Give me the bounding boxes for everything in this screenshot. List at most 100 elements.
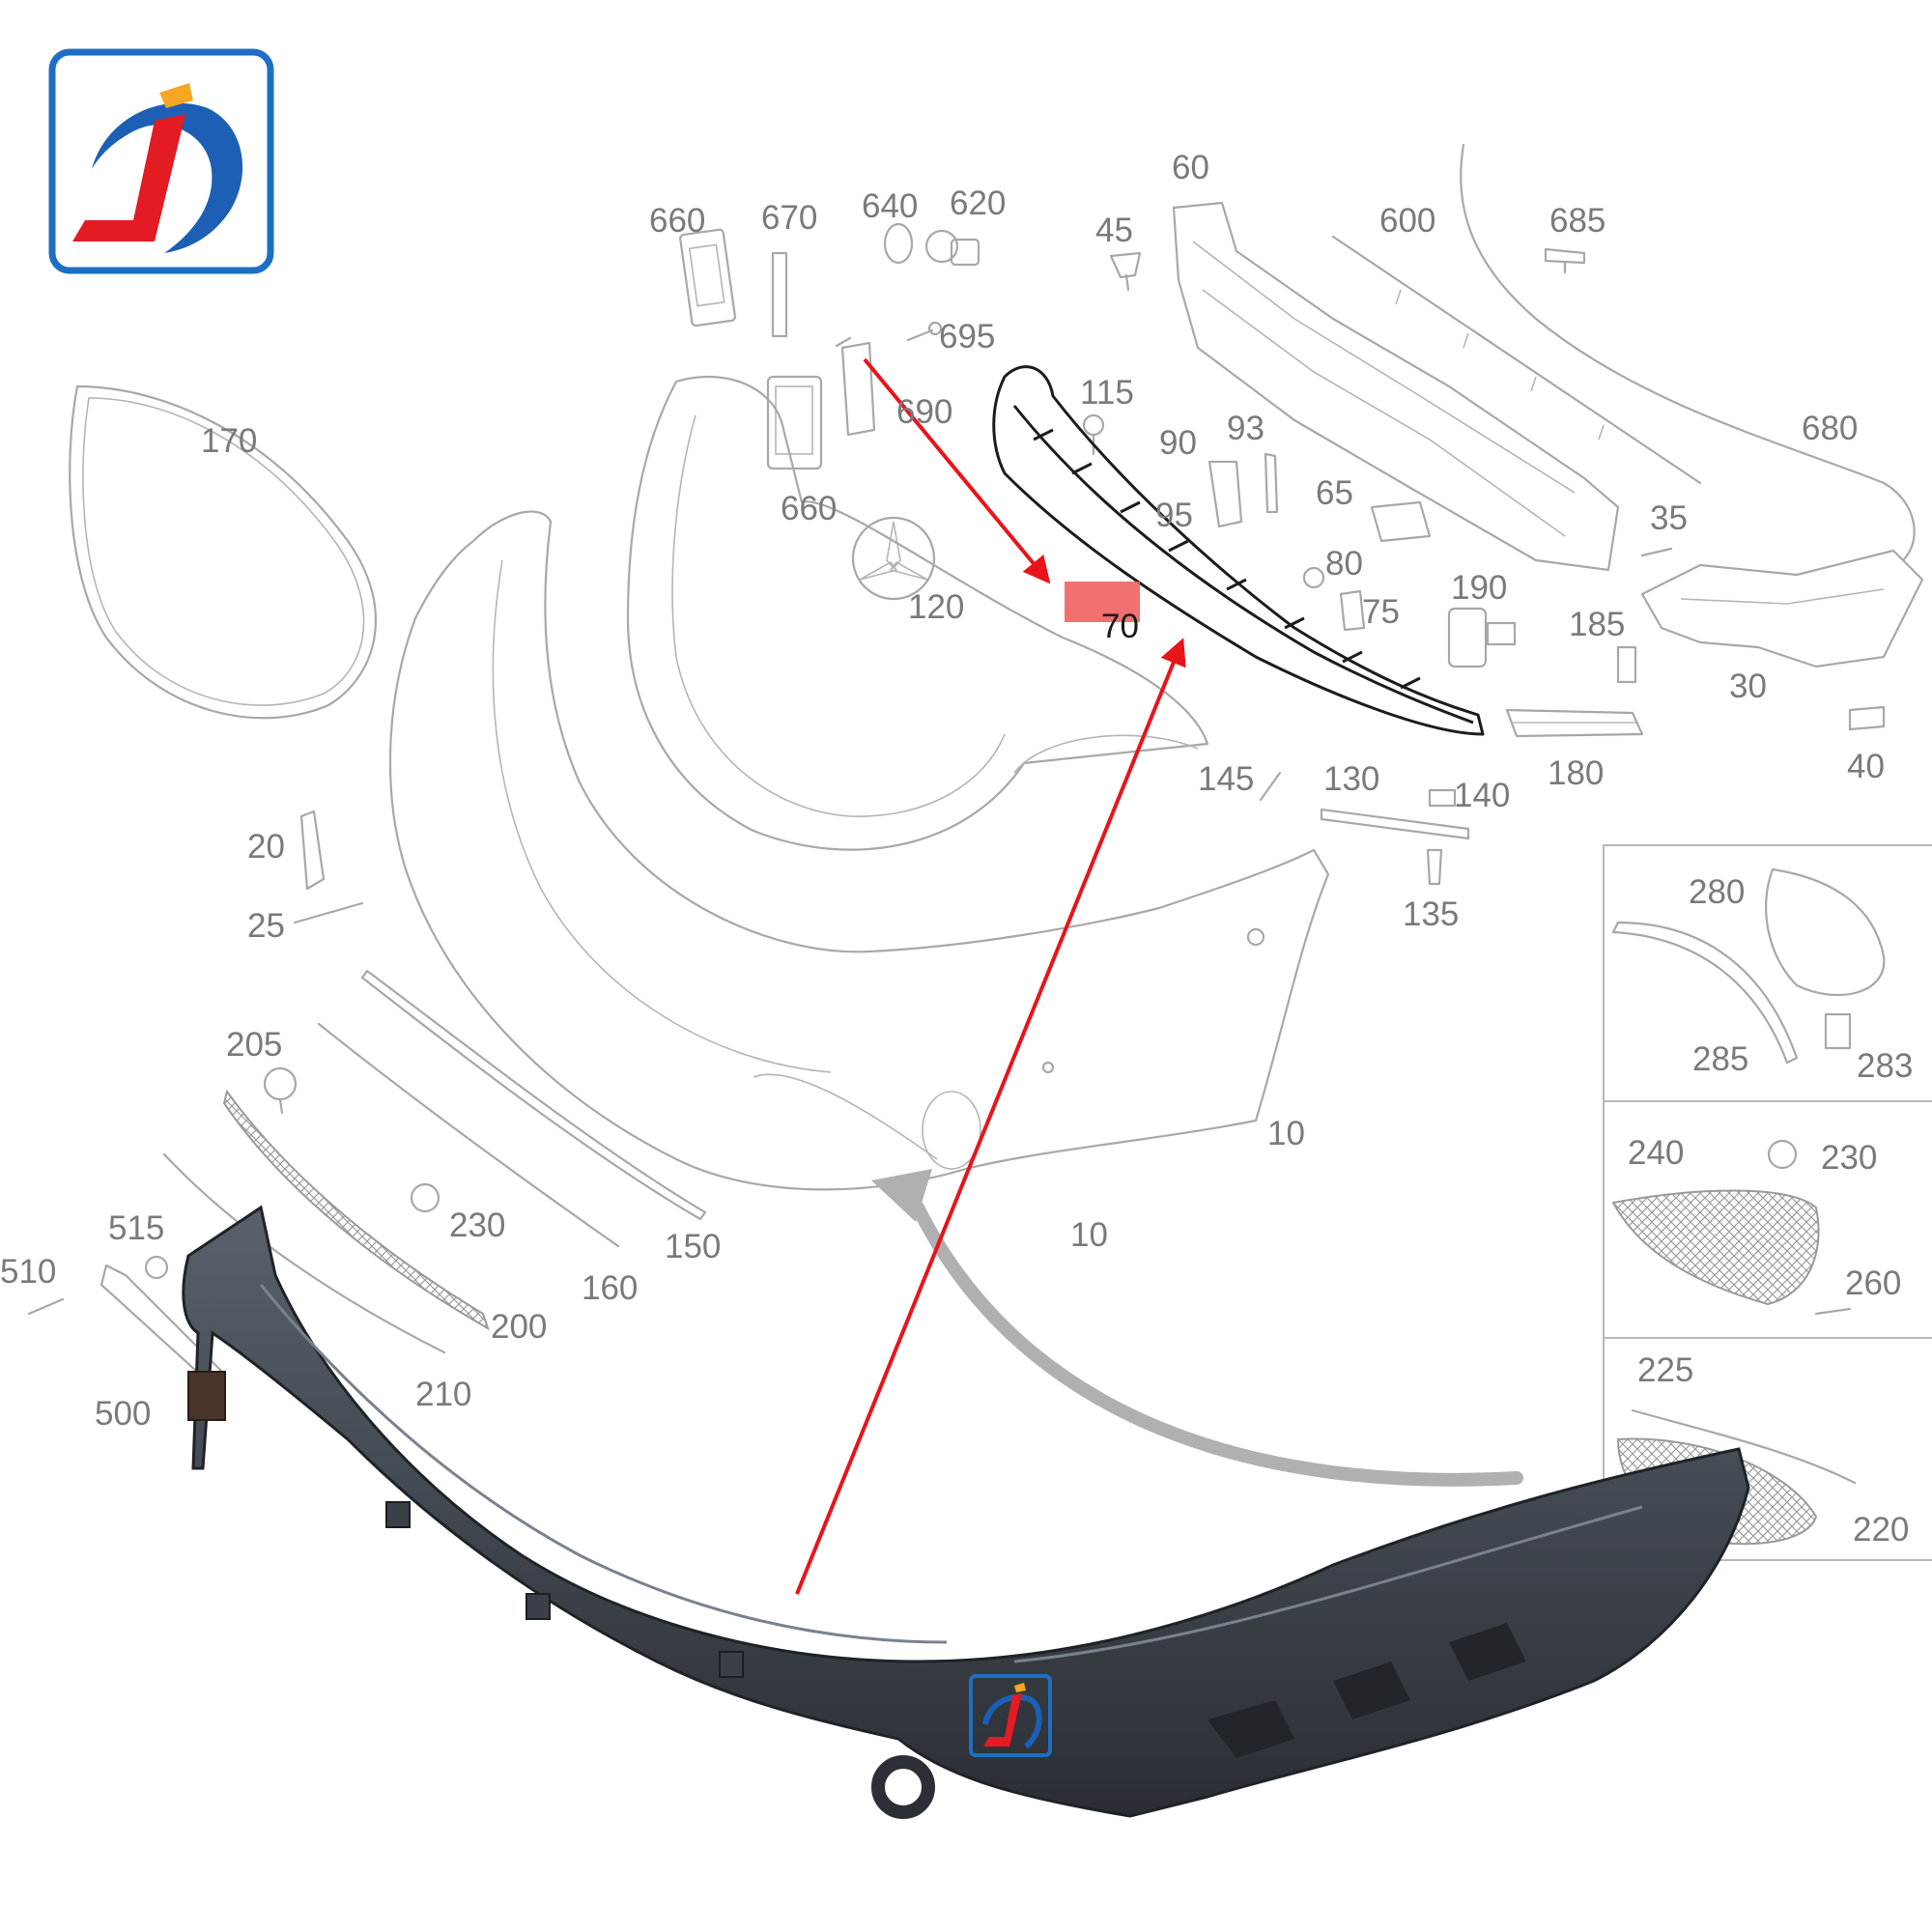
bracket-70-photo (182, 1205, 1750, 1819)
callout-60: 60 (1172, 149, 1209, 186)
callout-90: 90 (1159, 424, 1197, 462)
part-30-bracket (1640, 549, 1924, 668)
callout-660: 660 (649, 202, 705, 240)
watermark-logo (969, 1674, 1052, 1757)
highlight-70 (1065, 582, 1140, 622)
callout-660b: 660 (781, 490, 837, 527)
callout-640: 640 (862, 187, 918, 225)
callout-230b: 230 (1821, 1139, 1877, 1177)
callout-230a: 230 (449, 1207, 505, 1244)
part-205-clip (263, 1066, 298, 1115)
part-35-screw (1640, 547, 1673, 557)
callout-515: 515 (108, 1209, 164, 1247)
red-arrows (795, 357, 1186, 1595)
callout-680: 680 (1802, 410, 1858, 447)
callout-130: 130 (1323, 760, 1379, 798)
part-45-fastener (1109, 251, 1142, 292)
callout-220: 220 (1853, 1511, 1909, 1548)
part-140-clip (1428, 788, 1457, 808)
part-20-bracket (299, 810, 326, 891)
callout-115: 115 (1080, 374, 1134, 412)
part-40-clip (1848, 705, 1886, 731)
callout-685: 685 (1549, 202, 1605, 240)
part-80-ring (1302, 566, 1325, 589)
inset-panel-280 (1603, 844, 1932, 1102)
part-680-harness (1460, 143, 1916, 562)
part-620-sensor (924, 229, 980, 267)
callout-10b: 10 (1070, 1216, 1108, 1254)
callout-283: 283 (1857, 1047, 1913, 1085)
callout-45: 45 (1095, 212, 1133, 249)
part-10-bumper-upper (626, 375, 1209, 851)
callout-10a: 10 (1267, 1115, 1305, 1152)
callout-80: 80 (1325, 545, 1363, 582)
part-510-screw (27, 1297, 65, 1316)
callout-95: 95 (1155, 497, 1193, 534)
part-515-clip (144, 1255, 169, 1280)
part-695-screw (906, 321, 943, 342)
callout-170: 170 (201, 422, 257, 460)
callout-500: 500 (95, 1395, 151, 1433)
callout-65: 65 (1316, 474, 1353, 512)
part-690-bracket (835, 336, 876, 437)
callout-180: 180 (1548, 754, 1604, 792)
part-130-strip (1320, 808, 1470, 840)
callout-150: 150 (665, 1228, 721, 1265)
callout-225: 225 (1637, 1351, 1693, 1389)
callout-20: 20 (247, 828, 285, 866)
part-90-bracket (1208, 460, 1243, 528)
callout-695: 695 (939, 318, 995, 355)
part-75-clip (1339, 589, 1366, 632)
callout-120: 120 (908, 588, 964, 626)
part-185-clip (1616, 645, 1637, 684)
callout-75: 75 (1362, 593, 1400, 631)
callout-30: 30 (1729, 668, 1767, 705)
part-120-emblem (851, 516, 936, 601)
part-150-trim (360, 969, 707, 1221)
callout-670: 670 (761, 199, 817, 237)
part-685-clip (1544, 247, 1586, 274)
part-160-trim (317, 1022, 620, 1248)
part-210-trim (162, 1152, 446, 1354)
callout-35: 35 (1650, 499, 1688, 537)
part-600-wire (1331, 235, 1702, 485)
callout-labels: 660 670 640 620 60 45 600 685 695 690 11… (0, 149, 1913, 1548)
callout-185: 185 (1569, 606, 1625, 643)
callout-260: 260 (1845, 1264, 1901, 1302)
callout-70: 70 (1101, 608, 1139, 645)
callout-210: 210 (415, 1376, 471, 1413)
callout-690: 690 (896, 393, 952, 431)
callout-40: 40 (1847, 748, 1885, 785)
callout-25: 25 (247, 907, 285, 945)
part-670-strip (771, 251, 788, 338)
part-230-clip (410, 1182, 440, 1213)
part-660-module (679, 228, 737, 327)
part-25-screw (293, 901, 364, 924)
callout-510: 510 (0, 1253, 56, 1291)
part-145-screw (1259, 771, 1282, 802)
callout-200: 200 (491, 1308, 547, 1346)
callout-93: 93 (1227, 410, 1264, 447)
callout-160: 160 (582, 1269, 638, 1307)
callout-190: 190 (1451, 569, 1507, 607)
part-200-grille-mesh (222, 1089, 490, 1331)
callout-620: 620 (950, 185, 1006, 222)
callout-145: 145 (1198, 760, 1254, 798)
curve-arrow (871, 1169, 1523, 1487)
inset-panel-240 (1603, 1100, 1932, 1339)
part-70-bracket-drawing (992, 365, 1485, 736)
callout-240: 240 (1628, 1134, 1684, 1172)
part-180-grille-strip (1505, 708, 1644, 738)
part-65-clip (1370, 500, 1432, 543)
part-170-grille-frame (69, 384, 378, 720)
callout-285: 285 (1692, 1040, 1748, 1078)
part-60-absorber (1172, 201, 1620, 572)
part-135-clip (1426, 848, 1443, 886)
callout-140: 140 (1454, 777, 1510, 814)
part-115-screw (1082, 413, 1105, 456)
callout-280: 280 (1689, 873, 1745, 911)
part-660b-module (766, 375, 823, 470)
part-10-bumper-lower (388, 510, 1330, 1191)
part-190-sensor (1447, 607, 1517, 668)
